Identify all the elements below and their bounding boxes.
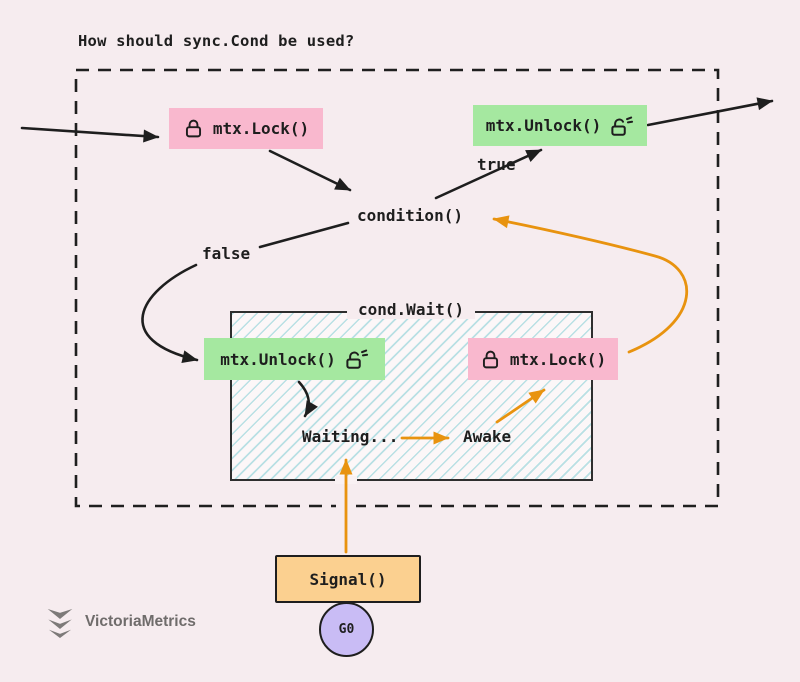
victoriametrics-logo: VictoriaMetrics	[42, 604, 196, 640]
mtx-lock-box-top: mtx.Lock()	[169, 108, 323, 149]
mtx-unlock-box-inner: mtx.Unlock()	[204, 338, 385, 380]
mtx-unlock-box-top: mtx.Unlock()	[473, 105, 647, 146]
victoriametrics-logo-icon	[42, 604, 78, 640]
mtx-lock-label: mtx.Lock()	[509, 349, 607, 369]
arrow-lock-to-condition	[268, 149, 352, 192]
arrow-entry	[20, 126, 160, 143]
unlock-icon	[345, 348, 369, 370]
unlock-icon	[610, 115, 634, 137]
mtx-lock-label: mtx.Lock()	[212, 119, 310, 138]
awake-label: Awake	[463, 427, 512, 446]
victoriametrics-name: VictoriaMetrics	[85, 613, 196, 630]
false-branch-label: false	[202, 244, 251, 263]
diagram-title: How should sync.Cond be used?	[78, 32, 355, 50]
true-branch-label: true	[477, 155, 516, 174]
arrow-false-to-unlock-inner	[141, 263, 199, 363]
arrow-exit	[646, 97, 774, 127]
signal-box: Signal()	[275, 555, 421, 603]
mtx-lock-box-inner: mtx.Lock()	[468, 338, 618, 380]
lock-icon	[183, 118, 204, 139]
mtx-unlock-label: mtx.Unlock()	[220, 349, 336, 369]
goroutine-label: G0	[338, 622, 355, 637]
signal-label: Signal()	[309, 569, 387, 589]
border-gap-mask	[336, 501, 356, 510]
waiting-label: Waiting...	[302, 427, 399, 446]
condition-label: condition()	[357, 206, 463, 225]
cond-wait-label: cond.Wait()	[347, 300, 475, 319]
goroutine-circle: G0	[319, 602, 374, 657]
mtx-unlock-label: mtx.Unlock()	[485, 116, 602, 135]
cond-wait-region	[230, 311, 593, 481]
line-condition-to-false	[258, 221, 350, 249]
lock-icon	[480, 349, 501, 370]
